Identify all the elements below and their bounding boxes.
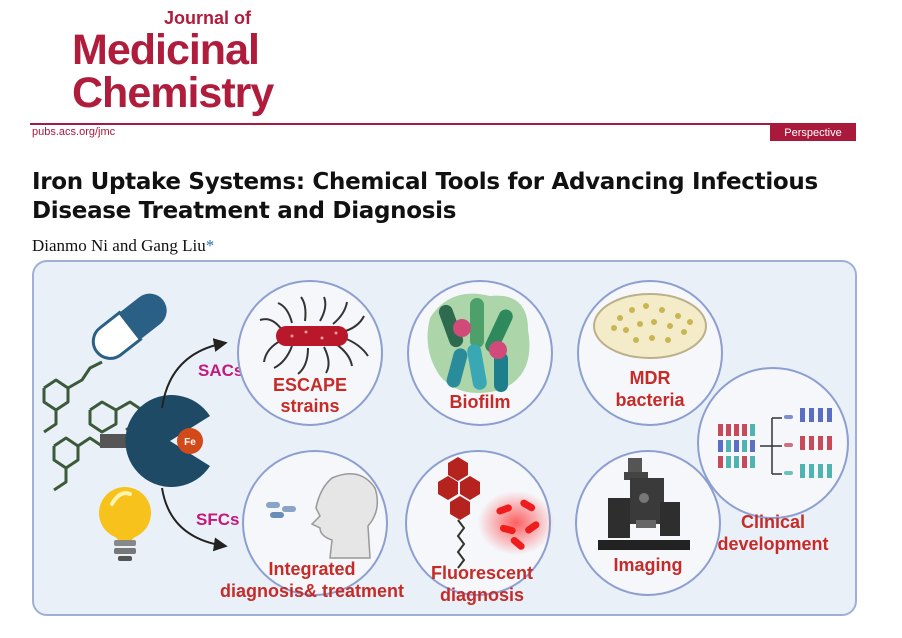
capsule-icon [91,293,167,360]
microscope-icon [598,458,690,550]
iron-ion-icon [177,428,203,454]
circle-escape [237,280,383,426]
toc-graphic: Fe SACs SFCs [30,258,862,618]
logo-chemistry: Chemistry [72,69,274,117]
linker-chain [456,519,466,569]
biofilm-bacteria-icon [438,298,513,392]
sacs-label: SACs [198,361,243,380]
escape-label-line2: strains [280,396,339,416]
fluorophore-icon [438,457,480,520]
randomization-tree [760,417,782,475]
corresponding-author-mark[interactable]: * [205,236,215,255]
lightbulb-icon [99,487,151,561]
toc-graphic-svg: Fe SACs SFCs [32,260,857,616]
logo-medicinal: Medicinal [72,26,260,74]
arrow-sfcs [161,487,228,552]
petri-dish-icon [593,293,707,359]
chelator-linker [100,434,134,448]
mdr-label-line2: bacteria [615,390,685,410]
logo-journal-of: Journal of [164,8,252,28]
fluorescent-label-line2: diagnosis [440,585,524,605]
author-list: Dianmo Ni and Gang Liu* [32,236,214,256]
clinical-label-line2: development [717,534,828,554]
glowing-bacteria-icon [496,499,540,550]
article-type-badge: Perspective [770,125,856,141]
circle-imaging [575,450,721,596]
patient-head-icon [310,473,379,559]
bacterium-body [276,326,348,346]
integrated-label-line2: diagnosis& treatment [220,581,404,601]
treatment-groups-icon [784,408,832,478]
escape-label-line1: ESCAPE [273,375,347,395]
journal-url[interactable]: pubs.acs.org/jmc [32,126,116,138]
article-title: Iron Uptake Systems: Chemical Tools for … [32,169,818,224]
pills-icon [266,502,296,518]
circle-fluorescent [405,450,554,596]
population-icon [718,424,755,468]
mdr-label-line1: MDR [630,368,671,388]
circle-biofilm [407,280,553,426]
circle-integrated [242,450,388,596]
chelator-pacman-icon [125,395,210,487]
authors-text: Dianmo Ni and Gang Liu [32,236,206,255]
integrated-label-line1: Integrated [268,559,355,579]
sfcs-label: SFCs [196,510,239,529]
header-rule [30,123,856,125]
imaging-label: Imaging [613,555,682,575]
clinical-label-line1: Clinical [741,512,805,532]
fluorescent-label-line1: Fluorescent [431,563,533,583]
biofilm-label: Biofilm [450,392,511,412]
fe-label: Fe [184,437,196,448]
arrow-sacs [161,338,228,409]
circle-mdr [577,280,723,426]
circle-clinical [697,367,849,519]
